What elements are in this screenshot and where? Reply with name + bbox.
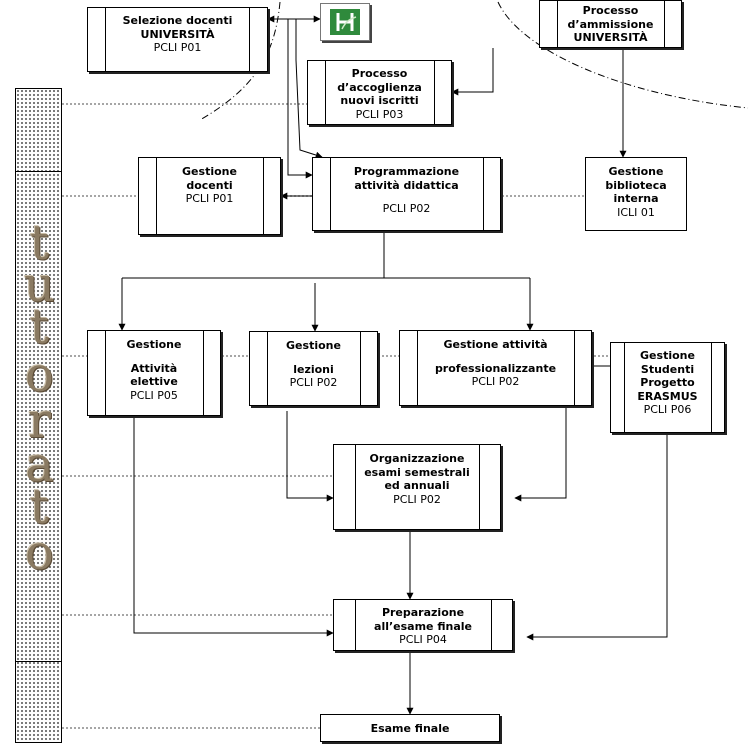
box-line: Processo <box>351 67 408 80</box>
tutor-letter: t <box>29 479 50 535</box>
box-line: all’esame finale <box>374 619 472 633</box>
tutor-divider <box>16 171 61 172</box>
logo-glyph <box>336 13 357 31</box>
tutor-letter: o <box>25 347 54 403</box>
box-preparazione-esame[interactable]: Preparazione all’esame finale PCLI P04 <box>333 599 513 651</box>
box-line: docenti <box>186 178 233 192</box>
box-line: Organizzazione <box>369 452 465 465</box>
process-code: PCLI P02 <box>382 202 431 215</box>
tutor-divider <box>16 661 61 662</box>
box-gestione-docenti[interactable]: Gestione docenti PCLI P01 <box>138 157 281 235</box>
process-code: PCLI P04 <box>399 633 447 646</box>
box-line: Gestione <box>286 339 341 352</box>
tutor-letter: u <box>24 257 55 313</box>
process-code: PCLI P05 <box>130 388 178 402</box>
box-line: Gestione <box>608 165 664 178</box>
box-attivita-elettive[interactable]: Gestione Attività elettive PCLI P05 <box>87 330 221 416</box>
box-line: Selezione docenti <box>122 14 233 27</box>
box-line: lezioni <box>293 362 334 376</box>
box-line: UNIVERSITÀ <box>140 27 215 41</box>
process-code: PCLI P02 <box>471 375 520 388</box>
box-line: d’accoglienza <box>337 80 422 94</box>
process-code: PCLI P06 <box>643 403 692 416</box>
tutor-letter: a <box>25 437 54 493</box>
flow-arrows <box>118 15 668 715</box>
process-code: PCLI P01 <box>185 192 234 205</box>
box-organizzazione-esami[interactable]: Organizzazione esami semestrali ed annua… <box>333 444 501 530</box>
box-line: Preparazione <box>381 606 465 619</box>
box-studenti-erasmus[interactable]: Gestione Studenti Progetto ERASMUS PCLI … <box>610 342 725 433</box>
box-line: UNIVERSITÀ <box>573 31 648 44</box>
box-line: nuovi iscritti <box>340 94 419 107</box>
tutor-letter: r <box>28 393 51 449</box>
tutor-letter: t <box>29 215 50 271</box>
box-line: biblioteca <box>605 178 667 192</box>
box-line: attività didattica <box>354 178 459 192</box>
tutor-letter: o <box>25 525 54 581</box>
box-selezione-docenti[interactable]: Selezione docenti UNIVERSITÀ PCLI P01 <box>87 7 268 72</box>
box-line: d’ammissione <box>567 17 654 31</box>
tutor-letter: t <box>29 299 50 355</box>
process-code: PCLI P03 <box>355 107 404 121</box>
box-line: Gestione <box>126 338 182 351</box>
box-line: Gestione attività <box>443 338 548 351</box>
box-line: ERASMUS <box>637 389 698 403</box>
box-gestione-lezioni[interactable]: Gestione lezioni PCLI P02 <box>249 331 378 406</box>
box-line: Progetto <box>640 376 695 389</box>
box-line: professionalizzante <box>434 361 557 375</box>
university-logo-icon <box>320 3 370 41</box>
box-processo-ammissione[interactable]: Processo d’ammissione UNIVERSITÀ <box>539 0 682 48</box>
box-line: elettive <box>130 375 178 388</box>
box-line: ed annuali <box>384 479 450 492</box>
logo-mark <box>330 9 360 35</box>
tutorato-column: t u t o r a t o <box>15 88 62 743</box>
box-line: Attività <box>130 361 178 375</box>
box-line: Gestione <box>182 165 237 178</box>
process-code: PCLI P02 <box>289 376 338 389</box>
box-esame-finale[interactable]: Esame finale <box>320 714 500 742</box>
box-line: Programmazione <box>353 165 460 178</box>
process-code: PCLI P01 <box>153 41 202 54</box>
box-line: Gestione <box>640 349 695 362</box>
box-attivita-professionalizzante[interactable]: Gestione attività professionalizzante PC… <box>399 330 592 406</box>
box-line: esami semestrali <box>364 465 470 479</box>
box-line: Studenti <box>640 362 695 376</box>
process-code: PCLI P02 <box>393 492 441 506</box>
process-code: ICLI 01 <box>617 205 655 219</box>
box-processo-accoglienza[interactable]: Processo d’accoglienza nuovi iscritti PC… <box>307 60 452 125</box>
box-programmazione-didattica[interactable]: Programmazione attività didattica PCLI P… <box>312 157 501 231</box>
box-line: Esame finale <box>370 722 450 735</box>
box-line: interna <box>613 192 659 205</box>
box-gestione-biblioteca[interactable]: Gestione biblioteca interna ICLI 01 <box>585 157 687 231</box>
box-line: Processo <box>582 4 639 17</box>
